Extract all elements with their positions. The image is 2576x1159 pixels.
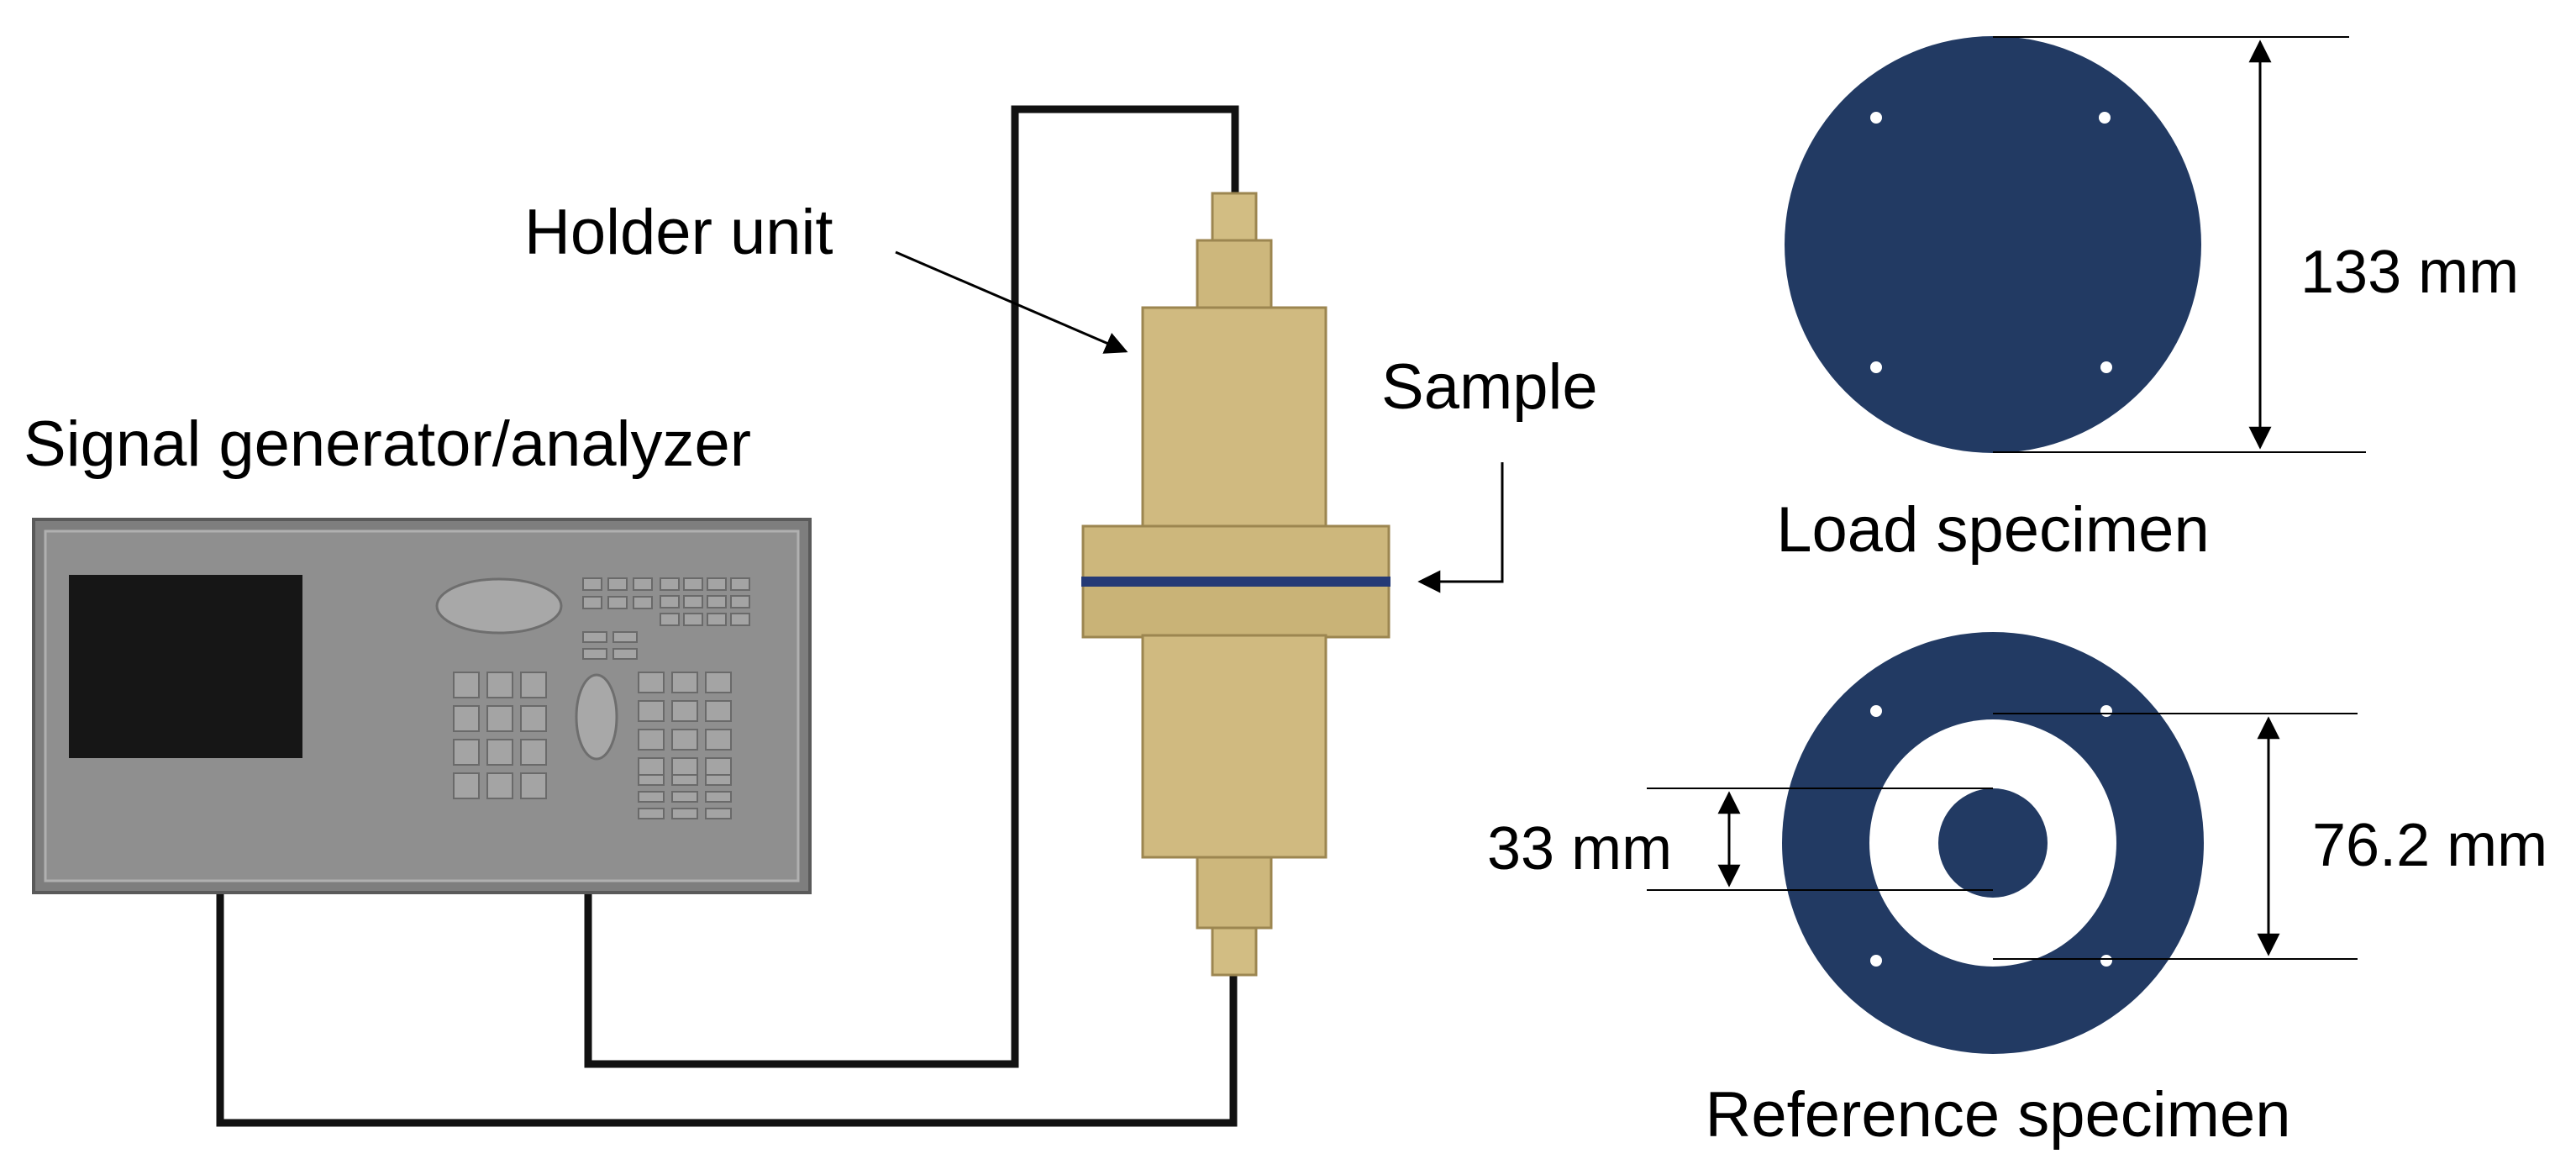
cable-inner	[584, 105, 1239, 1068]
instrument-key	[520, 672, 547, 698]
instrument-key	[453, 672, 480, 698]
instrument-key	[705, 791, 732, 803]
callout-arrows	[895, 250, 1504, 593]
holder-lower-body	[1141, 634, 1327, 859]
load-specimen-hole	[1870, 112, 1882, 124]
instrument-key	[671, 774, 698, 786]
instrument-key	[671, 729, 698, 751]
load-specimen-disc	[1785, 36, 2201, 453]
instrument-knob-oval	[435, 577, 563, 635]
instrument-key	[520, 739, 547, 766]
instrument-key	[705, 808, 732, 819]
load-specimen-hole	[2100, 361, 2112, 373]
instrument-key	[453, 772, 480, 799]
reference-specimen-hole	[1870, 955, 1882, 967]
holder-bottom-tip	[1211, 926, 1258, 977]
instrument-key	[520, 705, 547, 732]
outer-conductor-diameter-label: 76.2 mm	[2312, 812, 2547, 879]
instrument-key	[582, 596, 602, 609]
cable-outer	[216, 891, 1238, 1127]
instrument-key	[638, 672, 665, 693]
holder-unit-arrow	[895, 250, 1128, 354]
instrument-key	[638, 729, 665, 751]
inner-diameter-label: 33 mm	[1487, 815, 1672, 882]
instrument-key	[730, 613, 750, 626]
instrument-screen	[69, 575, 302, 758]
holder-unit	[1081, 192, 1391, 977]
sample-band	[1081, 577, 1391, 587]
instrument-key	[671, 672, 698, 693]
reference-specimen-hole	[2100, 955, 2112, 967]
signal-generator-instrument	[32, 518, 812, 894]
instrument-key	[671, 791, 698, 803]
load-diameter-label: 133 mm	[2300, 239, 2519, 306]
instrument-key	[633, 577, 653, 591]
instrument-key	[707, 613, 727, 626]
instrument-key	[607, 596, 628, 609]
instrument-key	[612, 648, 638, 660]
instrument-key	[486, 772, 513, 799]
load-specimen-label: Load specimen	[1776, 494, 2209, 566]
reference-specimen-hole	[2100, 705, 2112, 717]
instrument-key	[638, 774, 665, 786]
reference-specimen	[1782, 632, 2204, 1054]
reference-specimen-hole	[1870, 705, 1882, 717]
instrument-key	[705, 700, 732, 722]
holder-top-neck	[1196, 239, 1273, 309]
instrument-key	[705, 774, 732, 786]
instrument-key	[660, 595, 680, 608]
instrument-key	[730, 577, 750, 591]
holder-unit-label: Holder unit	[524, 197, 833, 268]
instrument-key	[660, 577, 680, 591]
load-dimension	[1993, 36, 2366, 453]
instrument-key	[660, 613, 680, 626]
instrument-key	[683, 577, 703, 591]
instrument-key	[671, 808, 698, 819]
instrument-key	[453, 705, 480, 732]
instrument-key	[582, 648, 607, 660]
signal-generator-label: Signal generator/analyzer	[24, 408, 751, 480]
reference-dimensions	[1647, 713, 2358, 960]
instrument-key	[705, 672, 732, 693]
instrument-key	[730, 595, 750, 608]
load-specimen-hole	[2099, 112, 2111, 124]
instrument-key	[612, 631, 638, 643]
holder-flange-upper	[1081, 524, 1391, 587]
holder-bottom-neck	[1196, 856, 1273, 930]
instrument-key	[486, 672, 513, 698]
instrument-key	[633, 596, 653, 609]
instrument-key	[582, 577, 602, 591]
instrument-key	[638, 808, 665, 819]
instrument-key	[683, 595, 703, 608]
instrument-key	[607, 577, 628, 591]
holder-top-tip	[1211, 192, 1258, 242]
instrument-key	[582, 631, 607, 643]
instrument-key	[705, 729, 732, 751]
reference-specimen-label: Reference specimen	[1705, 1079, 2290, 1151]
instrument-key	[671, 700, 698, 722]
instrument-key	[486, 705, 513, 732]
sample-label: Sample	[1381, 351, 1598, 423]
instrument-key	[683, 613, 703, 626]
instrument-knob-vertical	[575, 673, 618, 761]
instrument-key	[638, 700, 665, 722]
holder-upper-body	[1141, 306, 1327, 529]
cable-group	[216, 105, 1239, 1127]
instrument-key	[520, 772, 547, 799]
holder-flange-lower	[1081, 580, 1391, 639]
instrument-key	[707, 595, 727, 608]
instrument-key	[707, 577, 727, 591]
load-specimen-hole	[1870, 361, 1882, 373]
instrument-key	[638, 791, 665, 803]
reference-specimen-center-disc	[1938, 788, 2048, 898]
instrument-keypad	[453, 577, 750, 819]
instrument-key	[486, 739, 513, 766]
sample-arrow	[1417, 462, 1504, 593]
load-specimen	[1785, 36, 2201, 453]
instrument-key	[453, 739, 480, 766]
